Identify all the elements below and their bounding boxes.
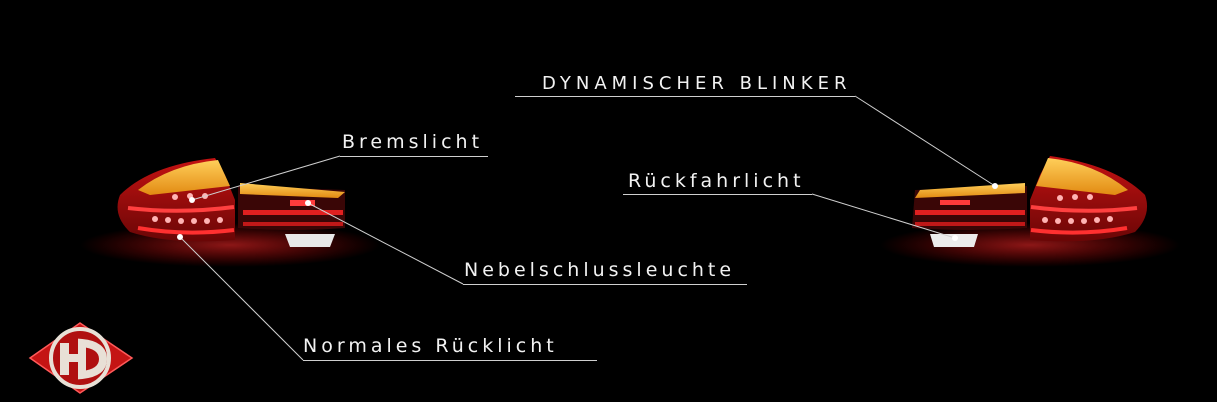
right-tail-light <box>880 156 1180 267</box>
left-inner-amber-band <box>240 183 345 198</box>
underline-nebelschlussleuchte <box>463 284 747 285</box>
label-bremslicht: Bremslicht <box>342 131 484 153</box>
right-inner-lamp <box>912 186 1027 230</box>
leader-lines <box>179 95 996 361</box>
underline-dynamischer-blinker <box>515 96 855 97</box>
label-dynamischer-blinker: DYNAMISCHER BLINKER <box>542 73 852 94</box>
leader-dots <box>177 183 998 241</box>
leader-normales-ruecklicht <box>179 236 304 361</box>
leader-rueckfahrlicht <box>811 193 956 239</box>
underline-rueckfahrlicht <box>623 194 812 195</box>
label-nebelschlussleuchte: Nebelschlussleuchte <box>464 259 736 281</box>
hd-logo <box>28 322 134 394</box>
left-tail-light <box>80 158 380 267</box>
left-reverse-light <box>285 234 335 247</box>
underline-bremslicht <box>340 156 488 157</box>
leader-bremslicht <box>191 155 341 201</box>
underline-normales-ruecklicht <box>303 360 597 361</box>
left-outer-amber-band <box>138 160 230 195</box>
label-normales-ruecklicht: Normales Rücklicht <box>303 335 558 357</box>
leader-dynamischer-blinker <box>854 95 996 187</box>
leader-nebelschlussleuchte <box>307 202 464 285</box>
label-rueckfahrlicht: Rückfahrlicht <box>628 170 805 192</box>
right-outer-amber-band <box>1036 158 1128 195</box>
